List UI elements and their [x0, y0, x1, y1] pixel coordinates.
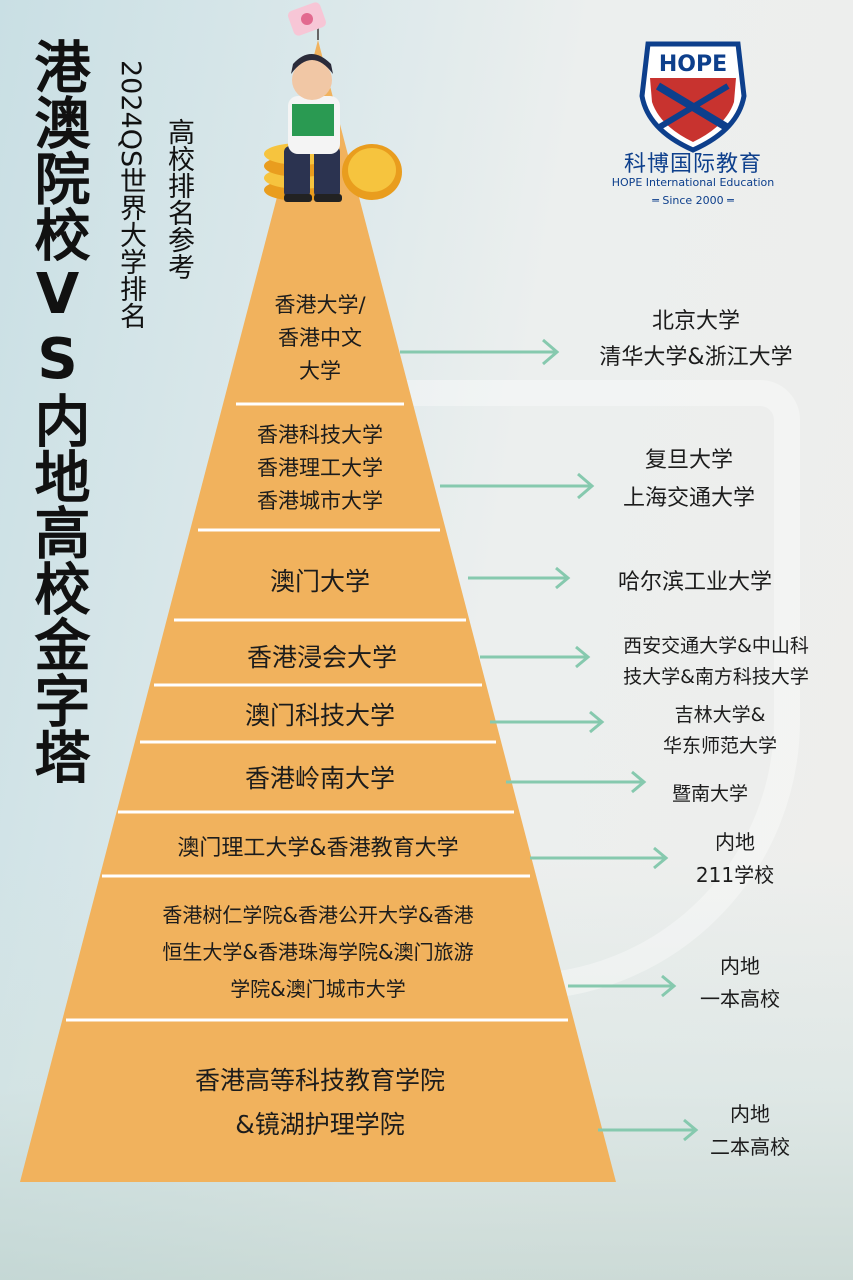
pyramid-body: [20, 40, 616, 1182]
match-4: 西安交通大学&中山科 技大学&南方科技大学: [596, 630, 836, 694]
tier-9-line-2: &镜湖护理学院: [235, 1110, 405, 1139]
match-9-line-1: 内地: [730, 1102, 770, 1126]
match-9: 内地 二本高校: [680, 1098, 820, 1164]
match-1-line-1: 北京大学: [651, 309, 740, 334]
match-2: 复旦大学 上海交通大学: [584, 440, 794, 520]
tier-6-label: 香港岭南大学: [150, 754, 490, 800]
tier-4-line-1: 香港浸会大学: [246, 643, 397, 672]
tier-5-line-1: 澳门科技大学: [244, 701, 395, 730]
brand-since: ═ Since 2000 ═: [652, 194, 734, 207]
page-title: 港澳院校VS内地高校金字塔: [25, 38, 90, 784]
tier-6-line-1: 香港岭南大学: [244, 764, 395, 793]
tier-8-line-3: 学院&澳门城市大学: [230, 976, 406, 1001]
tier-9-line-1: 香港高等科技教育学院: [194, 1066, 445, 1095]
match-8: 内地 一本高校: [670, 950, 810, 1016]
match-arrows: [400, 338, 699, 1142]
tier-8-line-2: 恒生大学&香港珠海学院&澳门旅游: [162, 939, 474, 964]
student-reading-icon: [284, 54, 342, 202]
match-6-line-1: 暨南大学: [671, 782, 748, 805]
pyramid-dividers: [66, 402, 568, 1022]
tier-4-label: 香港浸会大学: [174, 634, 470, 678]
match-4-line-1: 西安交通大学&中山科: [623, 635, 809, 657]
match-7-line-1: 内地: [715, 830, 755, 854]
match-5-line-2: 华东师范大学: [662, 735, 777, 757]
match-8-line-2: 一本高校: [700, 987, 780, 1011]
hope-logo: HOPE: [639, 41, 747, 153]
brand-name-en: HOPE International Education: [611, 176, 775, 189]
subtitle-reference: 高校排名参考: [163, 118, 194, 280]
tier-8-line-1: 香港树仁学院&香港公开大学&香港: [162, 902, 474, 927]
match-5: 吉林大学& 华东师范大学: [620, 700, 820, 762]
tier-2-line-3: 香港城市大学: [257, 488, 383, 513]
match-2-line-2: 上海交通大学: [622, 486, 755, 511]
tier-7-label: 澳门理工大学&香港教育大学: [110, 824, 526, 868]
tier-1-line-3: 大学: [299, 358, 341, 383]
match-3: 哈尔滨工业大学: [580, 560, 810, 600]
tier-5-label: 澳门科技大学: [160, 692, 480, 736]
match-1-line-2: 清华大学&浙江大学: [599, 345, 793, 370]
match-7-line-2: 211学校: [695, 863, 775, 887]
match-6: 暨南大学: [640, 774, 780, 810]
tier-1-line-1: 香港大学/: [274, 292, 366, 317]
match-1: 北京大学 清华大学&浙江大学: [566, 300, 826, 380]
tier-1-label: 香港大学/ 香港中文 大学: [238, 288, 402, 388]
tier-2-label: 香港科技大学 香港理工大学 香港城市大学: [210, 418, 430, 518]
match-5-line-1: 吉林大学&: [674, 704, 766, 726]
match-7: 内地 211学校: [660, 826, 810, 892]
tier-8-label: 香港树仁学院&香港公开大学&香港 恒生大学&香港珠海学院&澳门旅游 学院&澳门城…: [80, 898, 556, 1006]
match-2-line-1: 复旦大学: [644, 448, 733, 473]
tier-3-label: 澳门大学: [200, 558, 440, 602]
flag-icon: [287, 2, 327, 40]
tier-1-line-2: 香港中文: [278, 325, 362, 350]
brand-name-cn: 科博国际教育: [623, 152, 762, 177]
tier-2-line-2: 香港理工大学: [257, 455, 383, 480]
match-9-line-2: 二本高校: [710, 1135, 790, 1159]
tier-7-line-1: 澳门理工大学&香港教育大学: [177, 836, 459, 861]
match-8-line-1: 内地: [720, 954, 760, 978]
tier-9-label: 香港高等科技教育学院 &镜湖护理学院: [100, 1058, 540, 1148]
match-3-line-1: 哈尔滨工业大学: [617, 570, 772, 595]
logo-shield-text: HOPE: [659, 52, 727, 77]
match-4-line-2: 技大学&南方科技大学: [623, 666, 809, 688]
subtitle-ranking: 2024QS世界大学排名: [115, 60, 146, 330]
tier-2-line-1: 香港科技大学: [257, 422, 383, 447]
tier-3-line-1: 澳门大学: [269, 567, 370, 596]
